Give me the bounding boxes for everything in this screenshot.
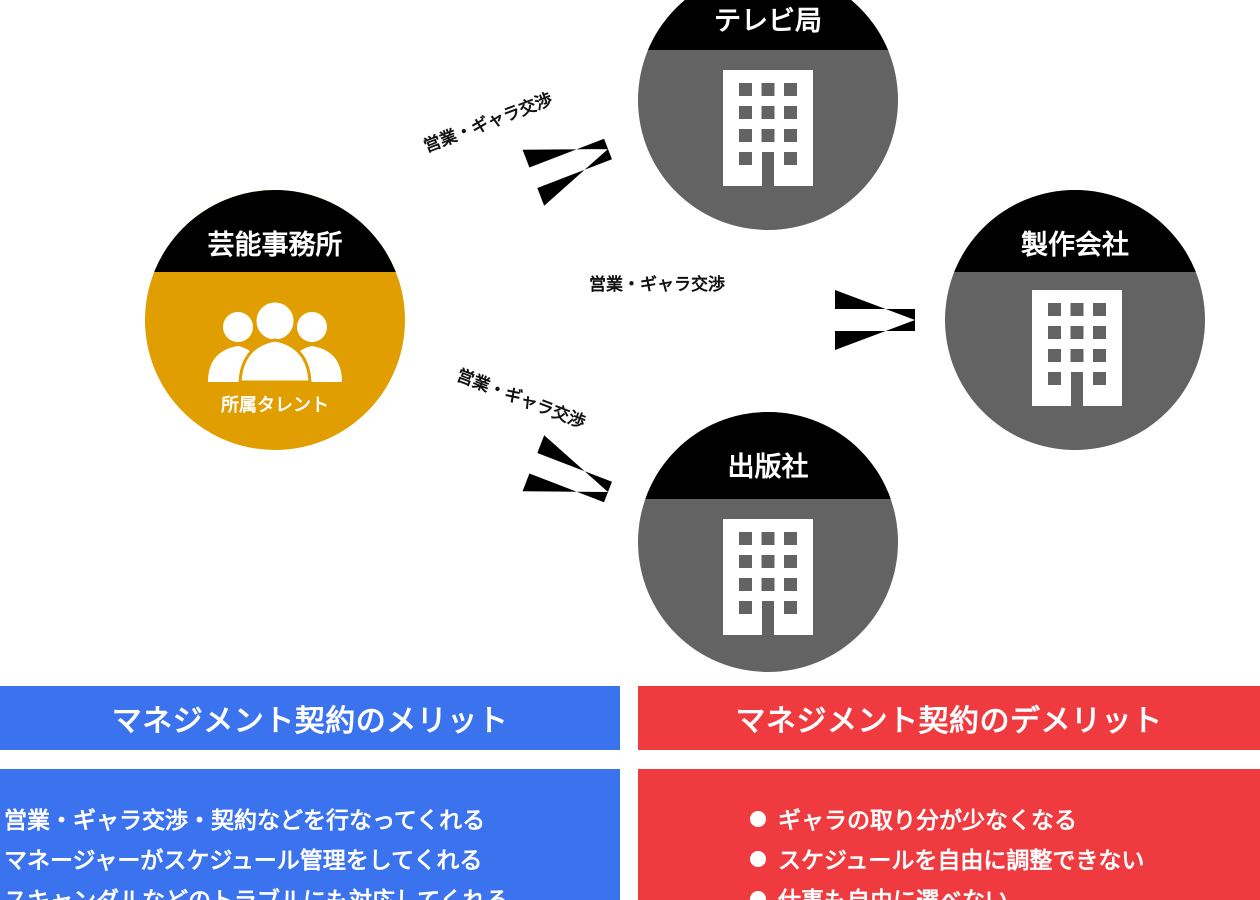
merit-panel: マネジメント契約のメリット 営業・ギャラ交渉・契約などを行なってくれる マネージ… (0, 686, 620, 900)
agency-relationship-diagram: 芸能事務所 所属タレント テレビ局 製作会社 出版社 営業・ギャラ交渉 (145, 0, 1205, 672)
merit-item: マネージャーがスケジュール管理をしてくれる (4, 848, 483, 874)
arrow-to-tv-station (522, 121, 619, 206)
production-company-node: 製作会社 (945, 190, 1205, 450)
people-group-icon (208, 299, 342, 384)
demerit-item: 仕事も自由に選べない (750, 881, 1260, 900)
production-company-title: 製作会社 (1021, 229, 1129, 261)
edge-label-tv-station: 営業・ギャラ交渉 (421, 89, 555, 157)
edge-label-publisher: 営業・ギャラ交渉 (454, 365, 588, 433)
merit-title: マネジメント契約のメリット (111, 704, 509, 739)
arrow-to-production-company (835, 290, 915, 350)
merit-item: 営業・ギャラ交渉・契約などを行なってくれる (4, 808, 486, 834)
tv-station-node: テレビ局 (638, 0, 898, 230)
merit-item: スキャンダルなどのトラブルにも対応してくれる (4, 881, 620, 900)
demerit-item: スケジュールを自由に調整できない (750, 841, 1260, 881)
publisher-title: 出版社 (728, 451, 809, 483)
agency-node: 芸能事務所 所属タレント (145, 190, 405, 450)
demerit-header: マネジメント契約のデメリット (638, 686, 1260, 750)
edge-label-production-company: 営業・ギャラ交渉 (589, 274, 725, 295)
demerit-list: ギャラの取り分が少なくなる スケジュールを自由に調整できない 仕事も自由に選べな… (638, 769, 1260, 900)
demerit-title: マネジメント契約のデメリット (735, 704, 1163, 739)
merit-body: 営業・ギャラ交渉・契約などを行なってくれる マネージャーがスケジュール管理をして… (0, 769, 620, 900)
merit-list: 営業・ギャラ交渉・契約などを行なってくれる マネージャーがスケジュール管理をして… (0, 769, 620, 900)
tv-station-title: テレビ局 (714, 6, 822, 37)
arrow-to-publisher (522, 435, 619, 520)
tv-station-title-band (638, 0, 898, 50)
demerit-panel: マネジメント契約のデメリット ギャラの取り分が少なくなる スケジュールを自由に調… (638, 686, 1260, 900)
building-icon (723, 519, 813, 635)
building-icon (723, 70, 813, 186)
publisher-node: 出版社 (638, 412, 898, 672)
agency-caption: 所属タレント (221, 395, 329, 416)
demerit-item: ギャラの取り分が少なくなる (750, 801, 1260, 841)
demerit-body: ギャラの取り分が少なくなる スケジュールを自由に調整できない 仕事も自由に選べな… (638, 769, 1260, 900)
agency-title: 芸能事務所 (208, 229, 343, 261)
merit-header: マネジメント契約のメリット (0, 686, 620, 750)
building-icon (1032, 290, 1122, 406)
